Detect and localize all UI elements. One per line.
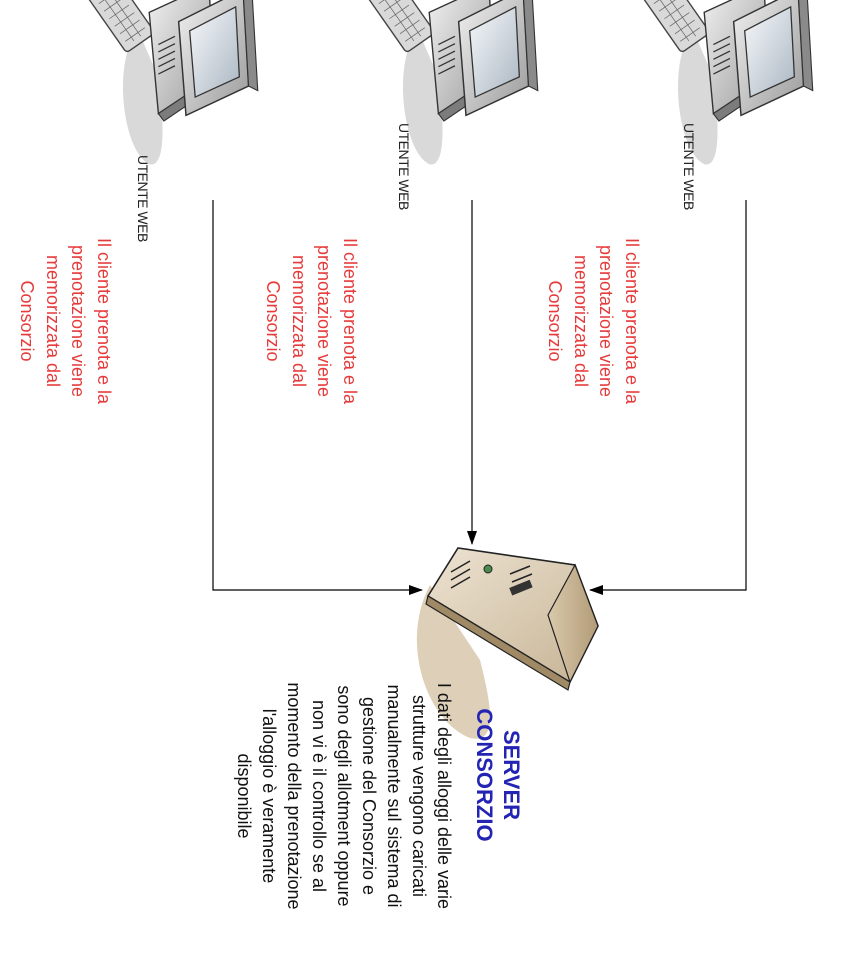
client-note-line: Consorzio bbox=[545, 280, 566, 362]
server-title-line: CONSORZIO bbox=[472, 708, 497, 842]
client-note-line: prenotazione viene bbox=[596, 244, 617, 398]
server-description-line: I dati degli alloggi delle varie bbox=[434, 682, 454, 910]
client-note-line: prenotazione viene bbox=[314, 244, 335, 398]
computer-icon bbox=[364, 0, 539, 166]
connector-left bbox=[212, 200, 423, 595]
client-note: Il cliente prenota e la prenotazione vie… bbox=[14, 226, 116, 416]
client-label: UTENTE WEB bbox=[681, 123, 697, 210]
server-description-line: momento della prenotazione bbox=[284, 682, 304, 910]
server-description-line: strutture vengono caricati bbox=[409, 694, 429, 898]
server-title-line: SERVER bbox=[499, 729, 524, 821]
client-note-line: Consorzio bbox=[263, 280, 284, 362]
client-note-line: Consorzio bbox=[17, 280, 38, 362]
client-note-line: memorizzata dal bbox=[43, 254, 63, 388]
computer-icon bbox=[639, 0, 814, 166]
client-note: Il cliente prenota e la prenotazione vie… bbox=[260, 226, 362, 416]
client-label: UTENTE WEB bbox=[135, 155, 151, 242]
server-description: I dati degli alloggi delle varie struttu… bbox=[231, 626, 456, 966]
client-note-line: Il cliente prenota e la bbox=[622, 237, 642, 405]
client-note-line: memorizzata dal bbox=[571, 254, 591, 388]
computer-icon bbox=[84, 0, 259, 166]
server-icon bbox=[416, 547, 599, 739]
server-description-line: l'alloggio è veramente bbox=[259, 708, 279, 884]
client-note-line: Il cliente prenota e la bbox=[94, 237, 114, 405]
connector-right bbox=[589, 200, 747, 595]
server-title: SERVER CONSORZIO bbox=[471, 660, 525, 890]
client-note-line: prenotazione viene bbox=[68, 244, 89, 398]
client-note-line: Il cliente prenota e la bbox=[340, 237, 360, 405]
client-label: UTENTE WEB bbox=[396, 123, 412, 210]
server-description-line: sono degli allotment oppure bbox=[334, 685, 354, 907]
server-description-line: gestione del Consorzio e bbox=[359, 696, 379, 896]
server-description-line: manualmente sul sistema di bbox=[384, 684, 404, 908]
client-note-line: memorizzata dal bbox=[289, 254, 309, 388]
server-description-line: non vi è il controllo se al bbox=[309, 699, 329, 893]
client-note: Il cliente prenota e la prenotazione vie… bbox=[542, 226, 644, 416]
server-description-line: disponibile bbox=[234, 753, 254, 839]
